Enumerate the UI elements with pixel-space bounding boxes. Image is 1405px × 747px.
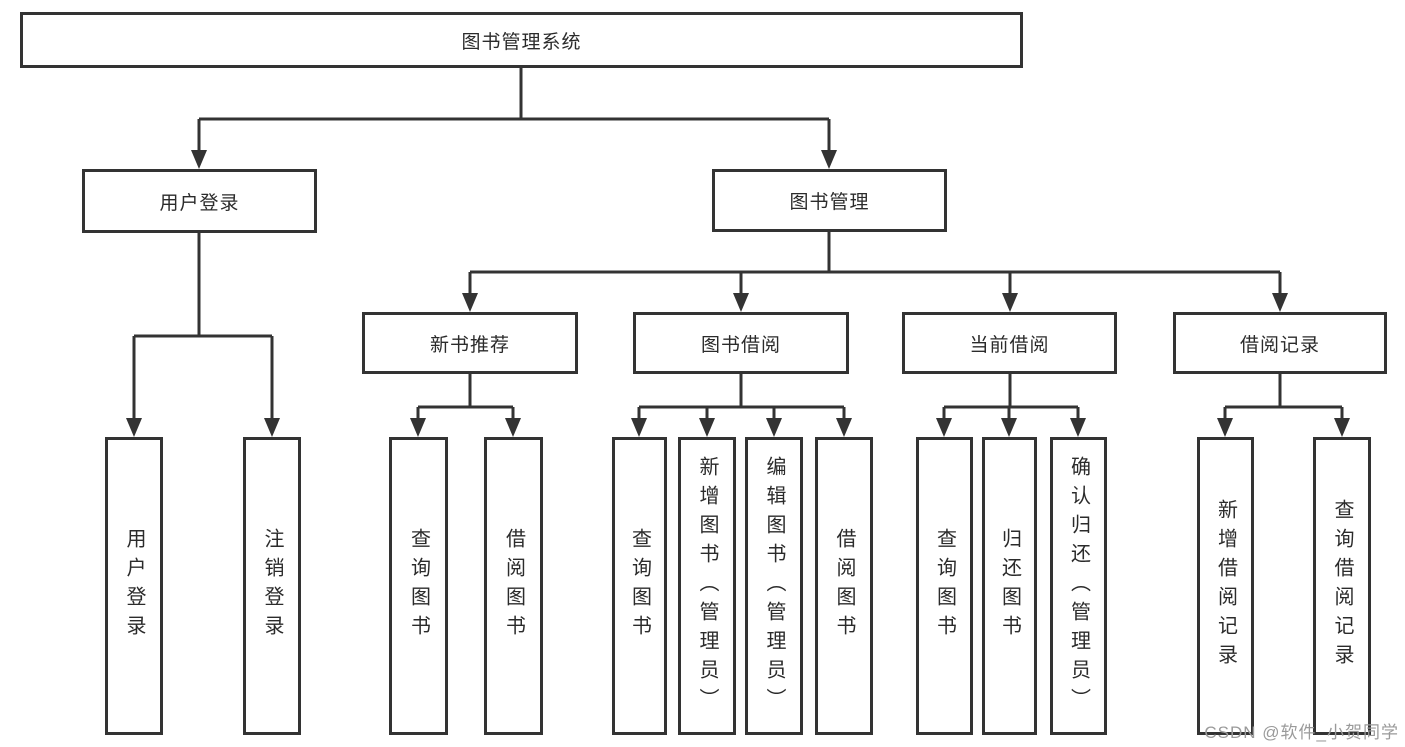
leaf-borrow-borrow-book-label: 借阅图书 <box>833 528 855 644</box>
leaf-user-login-label: 用户登录 <box>123 528 145 644</box>
csdn-watermark: CSDN @软件_小贺同学 <box>1204 723 1399 742</box>
leaf-add-book-admin-label: 新增图书（管理员） <box>696 455 718 717</box>
leaf-edit-book-admin-label: 编辑图书（管理员） <box>763 455 785 717</box>
leaf-user-login: 用户登录 <box>105 437 163 735</box>
node-root: 图书管理系统 <box>20 12 1023 68</box>
leaf-query-borrow-record: 查询借阅记录 <box>1313 437 1371 735</box>
leaf-recommend-query-book: 查询图书 <box>389 437 448 735</box>
leaf-confirm-return-admin: 确认归还（管理员） <box>1050 437 1107 735</box>
leaf-recommend-borrow-book: 借阅图书 <box>484 437 543 735</box>
leaf-add-borrow-record: 新增借阅记录 <box>1197 437 1254 735</box>
leaf-current-query-book: 查询图书 <box>916 437 973 735</box>
leaf-borrow-query-book: 查询图书 <box>612 437 667 735</box>
node-borrow-records-label: 借阅记录 <box>1239 334 1320 356</box>
node-book-management-label: 图书管理 <box>789 192 870 213</box>
leaf-edit-book-admin: 编辑图书（管理员） <box>745 437 803 735</box>
node-user-login-label: 用户登录 <box>159 192 240 214</box>
leaf-recommend-query-book-label: 查询图书 <box>407 528 430 644</box>
leaf-logout: 注销登录 <box>243 437 301 735</box>
arrowheads <box>126 150 1350 437</box>
leaf-current-query-book-label: 查询图书 <box>933 528 956 644</box>
leaf-recommend-borrow-book-label: 借阅图书 <box>502 528 525 644</box>
leaf-return-book: 归还图书 <box>982 437 1037 735</box>
leaf-query-borrow-record-label: 查询借阅记录 <box>1331 499 1353 673</box>
leaf-add-borrow-record-label: 新增借阅记录 <box>1214 499 1237 673</box>
node-borrow-records: 借阅记录 <box>1173 312 1387 374</box>
leaf-logout-label: 注销登录 <box>261 528 283 644</box>
node-current-borrow: 当前借阅 <box>902 312 1117 374</box>
node-root-label: 图书管理系统 <box>461 31 582 53</box>
leaf-borrow-query-book-label: 查询图书 <box>628 528 651 644</box>
node-book-borrow-label: 图书借阅 <box>700 334 781 356</box>
node-book-borrow: 图书借阅 <box>633 312 849 374</box>
leaf-borrow-borrow-book: 借阅图书 <box>815 437 873 735</box>
leaf-add-book-admin: 新增图书（管理员） <box>678 437 736 735</box>
node-new-book-recommend: 新书推荐 <box>362 312 578 374</box>
node-book-management: 图书管理 <box>712 169 947 232</box>
node-current-borrow-label: 当前借阅 <box>969 334 1050 356</box>
node-user-login: 用户登录 <box>82 169 317 233</box>
leaf-return-book-label: 归还图书 <box>998 528 1021 644</box>
node-new-book-recommend-label: 新书推荐 <box>429 334 510 356</box>
leaf-confirm-return-admin-label: 确认归还（管理员） <box>1067 455 1090 717</box>
